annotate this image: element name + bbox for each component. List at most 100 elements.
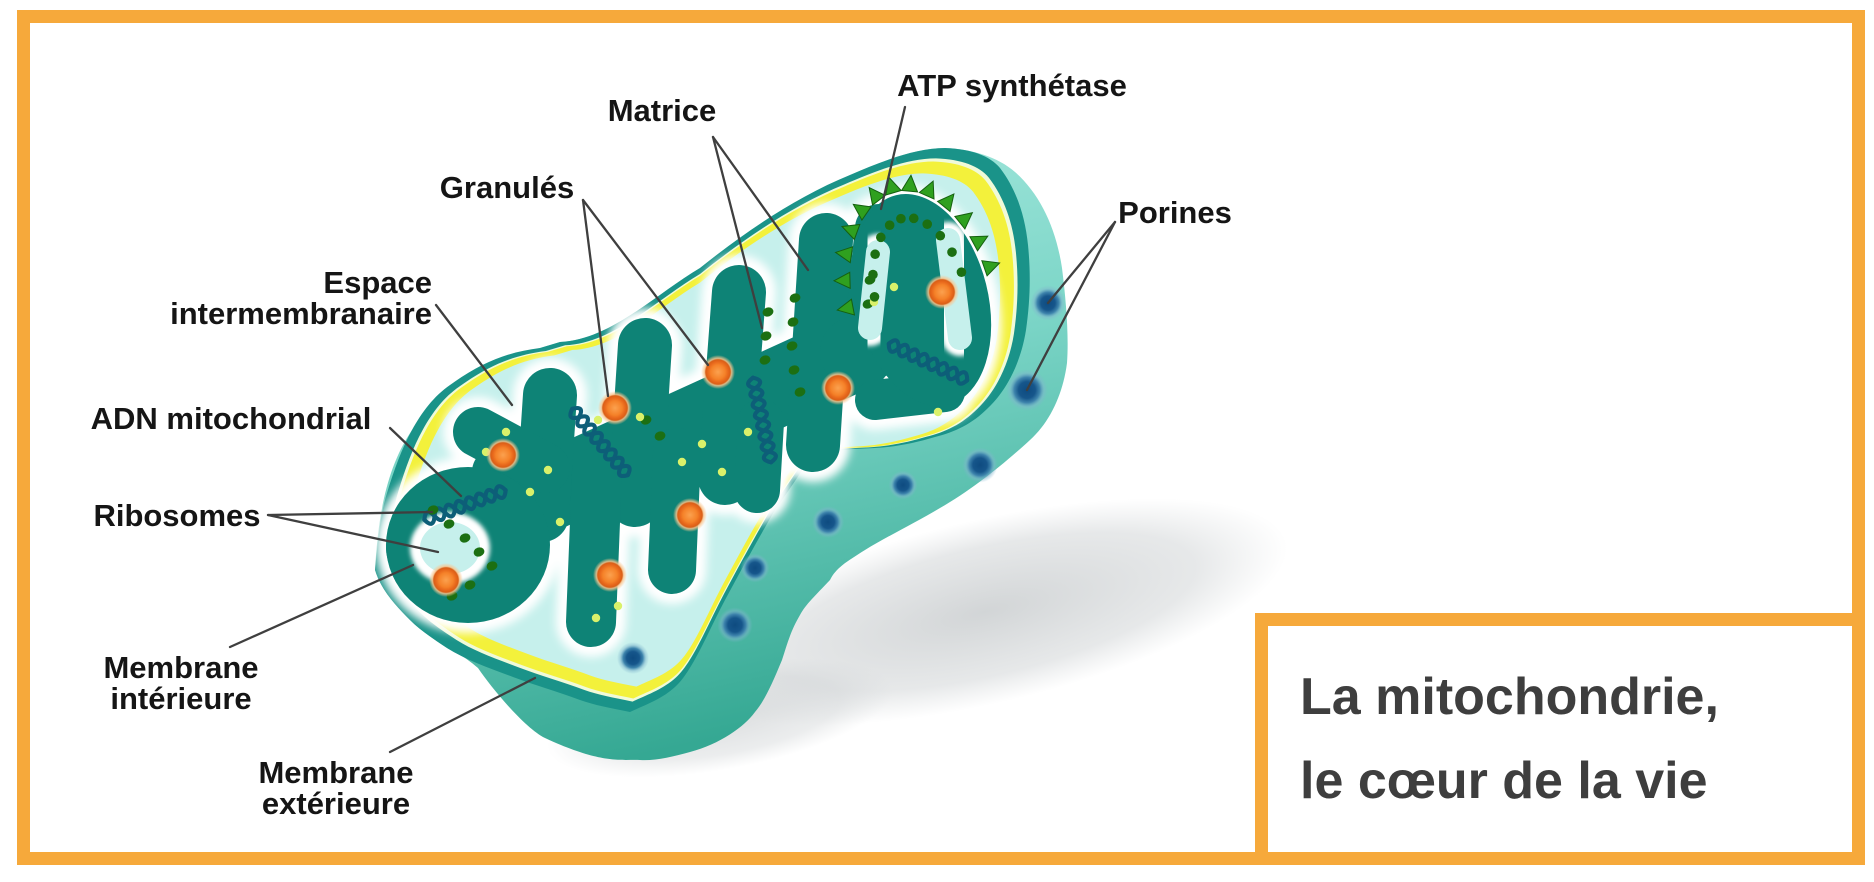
ribosome-dot-light	[717, 467, 727, 477]
ribosome-dot	[787, 317, 799, 327]
ribosome-dot-light	[677, 457, 687, 467]
atp-synthase-icon	[981, 260, 1001, 277]
matrix-edge-dot	[884, 220, 895, 230]
matrix-edge-dot	[956, 267, 967, 277]
atp-synthase-icon	[834, 246, 854, 264]
leader-line-espace-intermembranaire	[434, 303, 514, 407]
label-adn: ADN mitochondrial	[91, 401, 372, 436]
label-matrice: Matrice	[608, 93, 717, 128]
label-atp-synthetase: ATP synthétase	[897, 68, 1127, 103]
leader-line-matrice-1	[711, 135, 764, 330]
matrix-edge-dot	[935, 230, 946, 241]
leader-line-porines-2	[1025, 220, 1117, 392]
ribosome-dot	[786, 341, 798, 351]
inner-dot-ring	[868, 213, 967, 302]
matrix-edge-dot	[896, 213, 906, 224]
ribosome-dot	[789, 293, 801, 303]
label-ribosomes: Ribosomes	[93, 498, 260, 533]
porine-dot	[740, 553, 770, 583]
crista	[608, 318, 672, 527]
ribosome-dot	[788, 365, 800, 375]
label-membrane-exterieure-line1: Membrane	[258, 755, 413, 790]
leader-line-matrice-2	[711, 135, 810, 272]
ribosome-dot-light	[743, 427, 753, 437]
label-espace-line2: intermembranaire	[170, 296, 432, 331]
atp-synthase-icon	[832, 271, 851, 290]
leader-line-adn-mitochondrial	[388, 426, 463, 498]
matrix-edge-dot	[869, 292, 880, 302]
ribosome-dot-light	[501, 427, 511, 437]
label-membrane-interieure-line2: intérieure	[110, 681, 251, 716]
granule-dot	[821, 371, 855, 405]
porine-dot	[617, 642, 649, 674]
title-line-1: La mitochondrie,	[1300, 668, 1719, 726]
granule-dot	[429, 563, 463, 597]
porine-dot	[717, 607, 753, 643]
atp-synthase-icon	[953, 212, 974, 230]
ribosome-dot-light	[593, 415, 603, 425]
labels: Matrice ATP synthétase Granulés Espace i…	[91, 68, 1232, 821]
atp-synthase-icon	[918, 180, 935, 200]
atp-synthase-icon	[852, 203, 872, 222]
porine-dot	[888, 470, 918, 500]
leader-line-membrane-interieure	[228, 563, 415, 649]
leader-line-atp-synthetase	[879, 105, 907, 211]
ribosome-dot	[443, 519, 455, 529]
label-membrane-exterieure-line2: extérieure	[262, 786, 410, 821]
matrix-edge-dot	[922, 219, 933, 229]
ribosome-dot-light	[525, 487, 535, 497]
leader-line-porines-1	[1046, 220, 1117, 305]
porine-dot	[962, 447, 998, 483]
ribosome-dot-light	[555, 517, 565, 527]
ribosome-dot-light	[697, 439, 707, 449]
ribosome-dot	[473, 547, 485, 557]
crista	[698, 265, 766, 505]
ribosome-dot-light	[543, 465, 553, 475]
granule-dot	[925, 275, 959, 309]
leader-line-granules-2	[581, 198, 610, 398]
granule-dot	[673, 498, 707, 532]
leader-line-membrane-exterieure	[388, 676, 537, 754]
ribosome-dot	[459, 533, 471, 543]
ribosome-dot	[464, 580, 476, 590]
atp-synthase-icon	[868, 186, 887, 206]
label-membrane-interieure-line1: Membrane	[103, 650, 258, 685]
matrix-edge-dot	[908, 213, 919, 224]
ribosome-dot-light	[591, 613, 601, 623]
granule-dot	[593, 558, 627, 592]
matrix-edge-dot	[876, 232, 886, 243]
crista	[566, 447, 622, 647]
leader-lines	[228, 105, 1117, 754]
matrix-edge-dot	[870, 249, 880, 260]
granules-dots	[429, 275, 959, 597]
title-box: La mitochondrie, le cœur de la vie	[1255, 613, 1865, 865]
ribosome-dot	[486, 561, 498, 571]
matrix-edge-dot	[947, 247, 957, 257]
channel	[858, 240, 890, 340]
leader-line-granules-1	[581, 198, 710, 367]
matrix-edge-dot	[868, 269, 878, 280]
ribosome-dot-light	[635, 412, 645, 422]
label-espace-line1: Espace	[323, 265, 432, 300]
ribosome-dot	[760, 331, 772, 341]
leader-line-ribosomes-1	[266, 510, 434, 517]
ribosome-dot-light	[613, 601, 623, 611]
atp-synthase-icon	[836, 298, 856, 316]
label-granules: Granulés	[440, 170, 574, 205]
ribosome-dot-light	[933, 407, 943, 417]
atp-synthase-icon	[900, 174, 919, 193]
crista	[786, 213, 853, 472]
ribosome-dot-light	[889, 282, 899, 292]
porine-dot	[812, 506, 844, 538]
title-line-2: le cœur de la vie	[1300, 752, 1708, 810]
ribosome-dot	[759, 355, 771, 365]
atp-synthase-particles	[832, 174, 1001, 316]
ribosome-dot	[654, 431, 666, 441]
granule-dot	[486, 438, 520, 472]
leader-line-ribosomes-2	[266, 513, 440, 554]
atp-synthase-icon	[936, 193, 955, 213]
atp-synthase-icon	[840, 223, 861, 241]
ribosome-dot	[794, 387, 806, 397]
